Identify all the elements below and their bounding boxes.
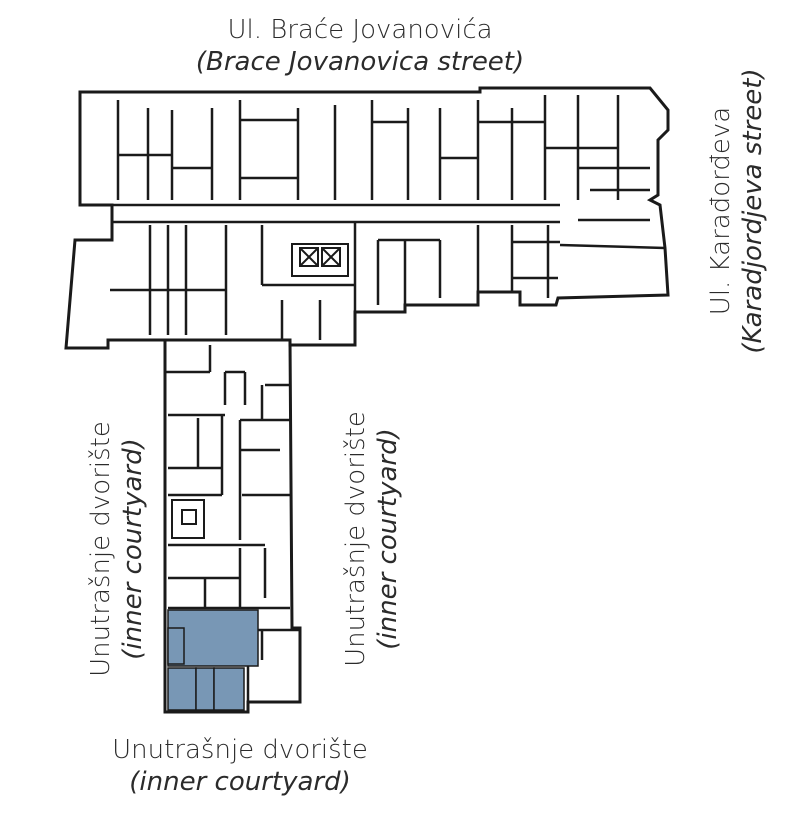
street-label-brace-jovanovica: Ul. Braće Jovanovića (Brace Jovanovica s… — [180, 14, 540, 78]
courtyard-name-bottom: Unutrašnje dvorište — [112, 735, 368, 765]
courtyard-name-left: Unutrašnje dvorište — [86, 421, 116, 677]
courtyard-translation-bottom: (inner courtyard) — [129, 767, 351, 797]
courtyard-translation-middle: (inner courtyard) — [373, 428, 403, 650]
street-label-karadjordjeva: Ul. Karađorđeva (Karadjordjeva street) — [705, 51, 775, 371]
street-name-right: Ul. Karađorđeva — [706, 106, 736, 316]
courtyard-label-left: Unutrašnje dvorište (inner courtyard) — [85, 384, 155, 714]
unit-bedroom — [167, 667, 197, 711]
street-name-top: Ul. Braće Jovanovića — [227, 15, 493, 45]
courtyard-name-middle: Unutrašnje dvorište — [341, 411, 371, 667]
interior-walls — [110, 95, 666, 712]
street-translation-top: (Brace Jovanovica street) — [195, 47, 525, 77]
highlighted-unit — [167, 609, 259, 711]
unit-bath — [195, 667, 215, 711]
unit-room-left — [167, 627, 185, 665]
stairwells — [171, 243, 349, 539]
courtyard-label-middle: Unutrašnje dvorište (inner courtyard) — [340, 374, 410, 704]
courtyard-label-bottom: Unutrašnje dvorište (inner courtyard) — [60, 734, 420, 798]
street-translation-right: (Karadjordjeva street) — [738, 68, 768, 354]
unit-room-right — [213, 667, 245, 711]
courtyard-translation-left: (inner courtyard) — [118, 438, 148, 660]
